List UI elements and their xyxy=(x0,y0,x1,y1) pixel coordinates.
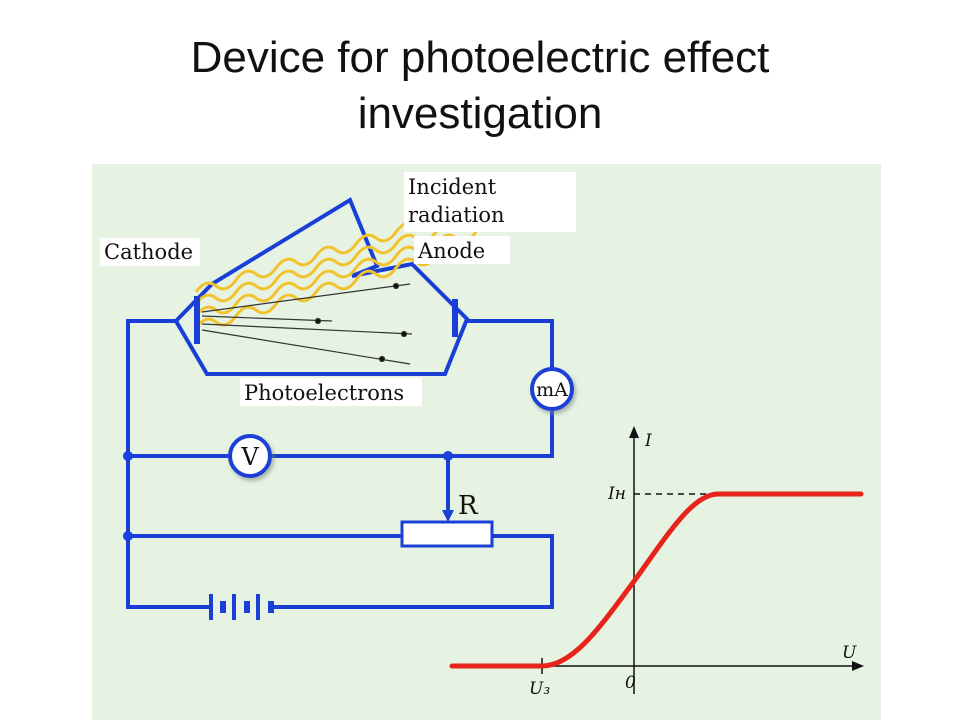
incident-label-box xyxy=(404,172,576,232)
voltmeter-icon: V xyxy=(228,434,272,478)
photoelectrons-label: Photoelectrons xyxy=(244,381,404,405)
page-title: Device for photoelectric effect investig… xyxy=(0,30,960,142)
iv-graph: I U Iн U₃ 0 xyxy=(449,426,864,699)
anode-label: Anode xyxy=(417,239,485,263)
saturation-current-label: Iн xyxy=(607,484,626,504)
milliammeter-icon: mA xyxy=(530,367,574,411)
stopping-voltage-label: U₃ xyxy=(529,679,550,699)
circuit-wires xyxy=(126,319,554,609)
circuit-diagram: R mA V Incident radiation Cathode Anode … xyxy=(92,164,881,720)
x-axis-arrow-icon xyxy=(852,661,864,671)
anode-label-box xyxy=(414,236,510,264)
y-axis-label: I xyxy=(644,431,652,451)
y-axis-arrow-icon xyxy=(629,426,639,438)
origin-label: 0 xyxy=(625,673,636,693)
cathode-label: Cathode xyxy=(104,240,193,264)
incident-radiation-label-line2: radiation xyxy=(408,203,505,227)
photoelectron-trajectories xyxy=(201,282,413,365)
title-line-1: Device for photoelectric effect xyxy=(190,33,770,82)
photoelectrons-label-box xyxy=(240,378,422,406)
cathode-label-box xyxy=(100,238,200,266)
resistor-icon xyxy=(400,520,494,548)
resistor-label: R xyxy=(458,491,479,521)
iv-curve xyxy=(449,491,864,669)
anode-plate-icon xyxy=(452,299,458,337)
title-line-2: investigation xyxy=(357,89,603,138)
incident-radiation-label-line1: Incident xyxy=(408,175,497,199)
voltmeter-label: V xyxy=(240,443,259,471)
vacuum-tube-outline xyxy=(173,197,470,376)
rheostat-slider-arrow xyxy=(442,510,454,522)
x-axis-label: U xyxy=(842,643,857,663)
battery-icon xyxy=(209,594,274,620)
wire-junctions xyxy=(123,451,453,541)
milliammeter-label: mA xyxy=(536,379,568,401)
cathode-plate-icon xyxy=(194,296,200,344)
